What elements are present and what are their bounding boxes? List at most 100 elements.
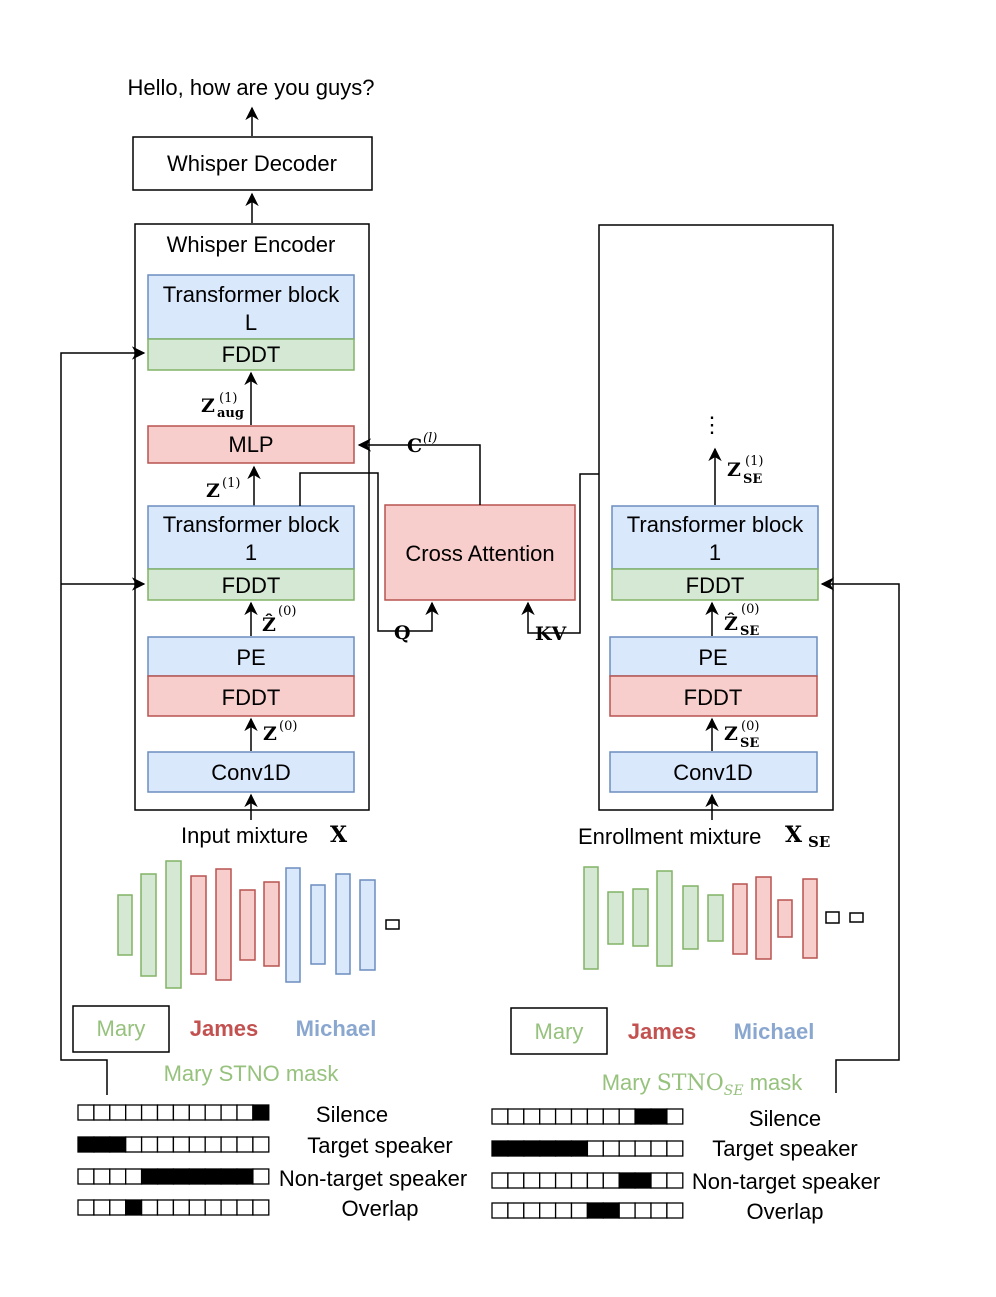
conv1d-se-label: Conv1D — [673, 760, 752, 785]
wave-bar — [682, 885, 699, 950]
mask-cell — [491, 1202, 509, 1219]
cross-attention-block — [384, 504, 576, 601]
wave-bar — [732, 883, 748, 955]
continuation-dots: ⋮ — [701, 412, 723, 437]
zhat0-sup: (0) — [278, 604, 296, 619]
zhat0-symbol: Ẑ — [262, 613, 276, 636]
right-speaker-james: James — [628, 1019, 697, 1044]
mask-cell — [602, 1108, 620, 1125]
mask-cell — [188, 1168, 206, 1185]
mask-cell — [156, 1136, 175, 1153]
mask-cell — [507, 1172, 525, 1189]
zse0-sup: (0) — [741, 719, 759, 734]
mask-cell — [539, 1172, 557, 1189]
mask-cell — [125, 1104, 143, 1121]
wave-bar-silence — [385, 919, 400, 930]
mask-cell — [586, 1108, 604, 1125]
right-stno-mask-grid — [491, 1108, 684, 1219]
mask-cell — [172, 1199, 190, 1216]
pe-label: PE — [236, 645, 265, 670]
wave-bar — [359, 879, 376, 971]
wave-bar — [802, 878, 818, 959]
mask-cell — [507, 1108, 525, 1125]
wave-bar — [190, 875, 207, 975]
mask-cell — [140, 1104, 159, 1121]
fddt-red-block — [147, 675, 355, 717]
enrollment-waveform — [583, 866, 864, 970]
fddt-block-1-se — [611, 568, 819, 601]
z0-sup: (0) — [279, 719, 297, 734]
mask-cell — [140, 1136, 159, 1153]
wave-bar — [632, 888, 649, 947]
mask-cell — [507, 1202, 525, 1219]
wave-bar — [335, 873, 351, 975]
zse1-symbol: Z — [727, 459, 741, 481]
right-mary-legend-box — [510, 1007, 608, 1055]
wave-bar — [140, 873, 157, 977]
mask-cell — [172, 1136, 190, 1153]
mask-cell — [618, 1140, 636, 1157]
mask-cell — [570, 1172, 589, 1189]
mask-cell — [204, 1136, 222, 1153]
mask-cell — [618, 1202, 636, 1219]
wave-bar — [707, 894, 724, 942]
transformer-block-l-line2: L — [245, 310, 257, 335]
mask-cell — [586, 1140, 604, 1157]
mask-cell — [491, 1108, 509, 1125]
mask-cell — [204, 1104, 222, 1121]
mask-cell — [523, 1202, 541, 1219]
mask-cell — [220, 1104, 238, 1121]
mask-cell — [172, 1168, 190, 1185]
mask-cell — [650, 1108, 668, 1125]
enrollment-mixture-sub: SE — [808, 833, 830, 851]
fddt-block-1 — [147, 568, 355, 601]
left-mask-title: Mary STNO mask — [164, 1061, 340, 1086]
mask-cell — [77, 1136, 95, 1153]
mask-cell — [491, 1140, 509, 1157]
mask-cell — [554, 1140, 573, 1157]
mask-cell — [523, 1172, 541, 1189]
right-mask-title: Mary STNOSE mask — [602, 1070, 804, 1099]
mlp-label: MLP — [228, 432, 273, 457]
left-row-overlap-label: Overlap — [341, 1196, 418, 1221]
q-symbol: Q — [394, 622, 411, 644]
mask-cell — [586, 1202, 604, 1219]
input-waveform — [117, 860, 400, 989]
mask-cell — [156, 1199, 175, 1216]
right-row-silence-label: Silence — [749, 1106, 821, 1131]
mask-cell — [586, 1172, 604, 1189]
transformer-block-l-line1: Transformer block — [163, 282, 340, 307]
z0-symbol: Z — [263, 723, 277, 745]
se-mask-to-fddt-arrow — [820, 577, 900, 1093]
mask-cell — [220, 1168, 238, 1185]
mask-cell — [634, 1108, 652, 1125]
whisper-decoder-label: Whisper Decoder — [167, 151, 337, 176]
fddt-red-label: FDDT — [222, 685, 281, 710]
c-l-sup: (l) — [423, 431, 437, 446]
mask-cell — [666, 1202, 684, 1219]
mask-cell — [523, 1108, 541, 1125]
mask-cell — [93, 1136, 111, 1153]
mask-cell — [252, 1168, 270, 1185]
mask-cell — [252, 1199, 270, 1216]
wave-bar — [310, 884, 326, 965]
conv1d-label: Conv1D — [211, 760, 290, 785]
zse1-sub: SE — [743, 472, 762, 487]
wave-bar — [215, 868, 232, 981]
input-mixture-symbol: X — [330, 822, 348, 848]
mask-cell — [77, 1168, 95, 1185]
wave-bar — [656, 870, 673, 967]
mask-cell — [236, 1168, 254, 1185]
mask-cell — [140, 1168, 159, 1185]
mask-cell — [125, 1168, 143, 1185]
wave-bar — [777, 899, 793, 938]
mask-cell — [570, 1140, 589, 1157]
mask-cell — [204, 1199, 222, 1216]
wave-bar — [117, 894, 133, 956]
mask-cell — [109, 1104, 127, 1121]
mask-cell — [156, 1104, 175, 1121]
fddt-l-label: FDDT — [222, 342, 281, 367]
mask-cell — [236, 1104, 254, 1121]
transformer-block-1-se-line2: 1 — [709, 540, 721, 565]
